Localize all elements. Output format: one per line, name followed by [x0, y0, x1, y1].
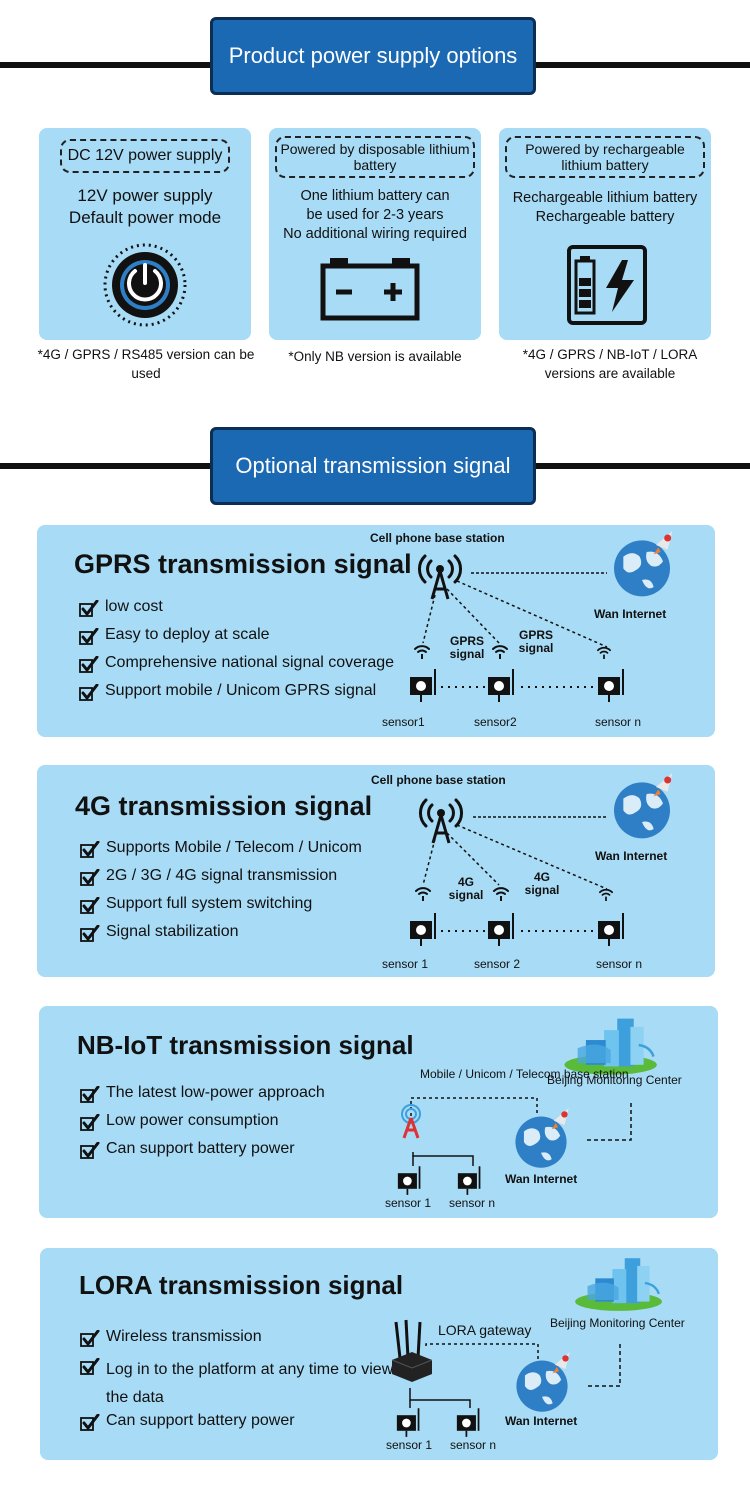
feature-item: Can support battery power	[80, 1412, 400, 1440]
internet-label: Wan Internet	[505, 1172, 578, 1186]
power-icon	[103, 243, 187, 327]
panel-title: GPRS transmission signal	[74, 549, 412, 579]
feature-item: Comprehensive national signal coverage	[79, 654, 394, 682]
gateway-label: LORA gateway	[438, 1322, 532, 1338]
sensor-icon	[409, 913, 436, 947]
feature-list: low cost Easy to deploy at scale Compreh…	[79, 598, 394, 710]
sensor-icon	[487, 669, 514, 703]
base-station-label: Cell phone base station	[370, 531, 505, 545]
panel-title: LORA transmission signal	[79, 1270, 404, 1300]
feature-item: low cost	[79, 598, 394, 626]
sensor-label: sensor1	[382, 715, 425, 729]
sensor-label: sensor 1	[382, 957, 429, 971]
power-option-desc: 12V power supply Default power mode	[68, 186, 222, 228]
signal-label: 4G signal	[524, 870, 560, 897]
feature-list: Wireless transmission Log in to the plat…	[80, 1328, 400, 1440]
power-note: *4G / GPRS / NB-IoT / LORA versions are …	[522, 347, 698, 381]
section-banner-power: Product power supply options	[210, 17, 536, 95]
sensor-label: sensor2	[474, 715, 517, 729]
signal-label: GPRS signal	[449, 634, 485, 661]
feature-list: The latest low-power approach Low power …	[80, 1084, 325, 1168]
wifi-icon	[598, 888, 614, 901]
sensor-label: sensor n	[450, 1438, 497, 1452]
sensor-icon	[597, 669, 624, 703]
base-station-label: Cell phone base station	[371, 773, 506, 787]
globe-icon	[614, 531, 673, 597]
sensor-icon	[456, 1408, 480, 1438]
panel-title: NB-IoT transmission signal	[77, 1030, 414, 1060]
panel-title: 4G transmission signal	[75, 791, 373, 821]
signal-panel-gprs: GPRS transmission signal low cost Easy t…	[37, 525, 715, 737]
building-icon	[573, 1256, 664, 1313]
network-diagram	[397, 1017, 659, 1196]
signal-label: GPRS signal	[518, 628, 554, 655]
tower-icon	[401, 1104, 421, 1139]
sensor-label: sensor 1	[386, 1438, 433, 1452]
signal-panel-nbiot: NB-IoT transmission signal The latest lo…	[39, 1006, 718, 1218]
sensor-icon	[457, 1166, 481, 1196]
section-title: Product power supply options	[228, 43, 518, 68]
internet-label: Wan Internet	[594, 607, 667, 621]
feature-item: Easy to deploy at scale	[79, 626, 394, 654]
power-card-disposable: Powered by disposable lithium battery On…	[269, 128, 481, 340]
power-option-label: Powered by disposable lithium battery	[275, 136, 475, 178]
feature-item: 2G / 3G / 4G signal transmission	[80, 867, 362, 895]
wifi-icon	[415, 887, 431, 901]
globe-icon	[516, 1352, 570, 1412]
signal-label: 4G signal	[448, 875, 484, 902]
feature-item: The latest low-power approach	[80, 1084, 325, 1112]
sensor-label: sensor 1	[385, 1196, 432, 1210]
signal-panel-lora: LORA transmission signal Wireless transm…	[40, 1248, 718, 1460]
feature-item: Low power consumption	[80, 1112, 325, 1140]
tower-icon	[418, 798, 464, 845]
battery-icon	[320, 258, 420, 321]
tower-icon	[417, 554, 463, 601]
sensor-label: sensor n	[596, 957, 643, 971]
base-station-label: Mobile / Unicom / Telecom base station	[420, 1067, 629, 1081]
power-note: *4G / GPRS / RS485 version can be used	[37, 347, 255, 381]
power-option-desc: One lithium battery can be used for 2-3 …	[283, 188, 467, 242]
monitoring-center-label: Beijing Monitoring Center	[550, 1316, 685, 1330]
wifi-icon	[414, 645, 430, 659]
power-option-label: DC 12V power supply	[60, 139, 230, 173]
feature-item: Support full system switching	[80, 895, 362, 923]
feature-item: Log in to the platform at any time to vi…	[80, 1356, 400, 1412]
power-option-label: Powered by rechargeable lithium battery	[505, 136, 705, 178]
sensor-icon	[397, 1166, 421, 1196]
network-diagram	[391, 1256, 664, 1438]
sensor-label: sensor 2	[474, 957, 521, 971]
power-card-dc: DC 12V power supply 12V power supply Def…	[39, 128, 251, 340]
sensor-icon	[597, 913, 624, 947]
wifi-icon	[493, 887, 509, 901]
power-note: *Only NB version is available	[288, 349, 462, 364]
globe-icon	[614, 773, 673, 839]
network-diagram	[409, 531, 673, 703]
feature-item: Signal stabilization	[80, 923, 362, 951]
internet-label: Wan Internet	[595, 849, 668, 863]
power-card-rechargeable: Powered by rechargeable lithium battery …	[499, 128, 711, 340]
network-diagram	[409, 773, 673, 947]
sensor-label: sensor n	[595, 715, 642, 729]
sensor-icon	[409, 669, 436, 703]
wifi-icon	[492, 645, 508, 659]
sensor-label: sensor n	[449, 1196, 496, 1210]
sensor-icon	[487, 913, 514, 947]
section-title: Optional transmission signal	[235, 453, 511, 478]
monitoring-center-label: Beijing Monitoring Center	[547, 1073, 682, 1087]
feature-item: Supports Mobile / Telecom / Unicom	[80, 839, 362, 867]
wifi-icon	[596, 646, 612, 659]
feature-item: Can support battery power	[80, 1140, 325, 1168]
gateway-icon	[391, 1319, 433, 1382]
signal-panel-4g: 4G transmission signal Supports Mobile /…	[37, 765, 715, 977]
feature-list: Supports Mobile / Telecom / Unicom 2G / …	[80, 839, 362, 951]
sensor-icon	[396, 1408, 420, 1438]
section-banner-signal: Optional transmission signal	[210, 427, 536, 505]
rechargeable-battery-icon	[567, 245, 647, 325]
internet-label: Wan Internet	[505, 1414, 578, 1428]
globe-icon	[515, 1108, 569, 1168]
power-option-desc: Rechargeable lithium battery Rechargeabl…	[512, 190, 698, 225]
feature-item: Wireless transmission	[80, 1328, 400, 1356]
feature-item: Support mobile / Unicom GPRS signal	[79, 682, 394, 710]
